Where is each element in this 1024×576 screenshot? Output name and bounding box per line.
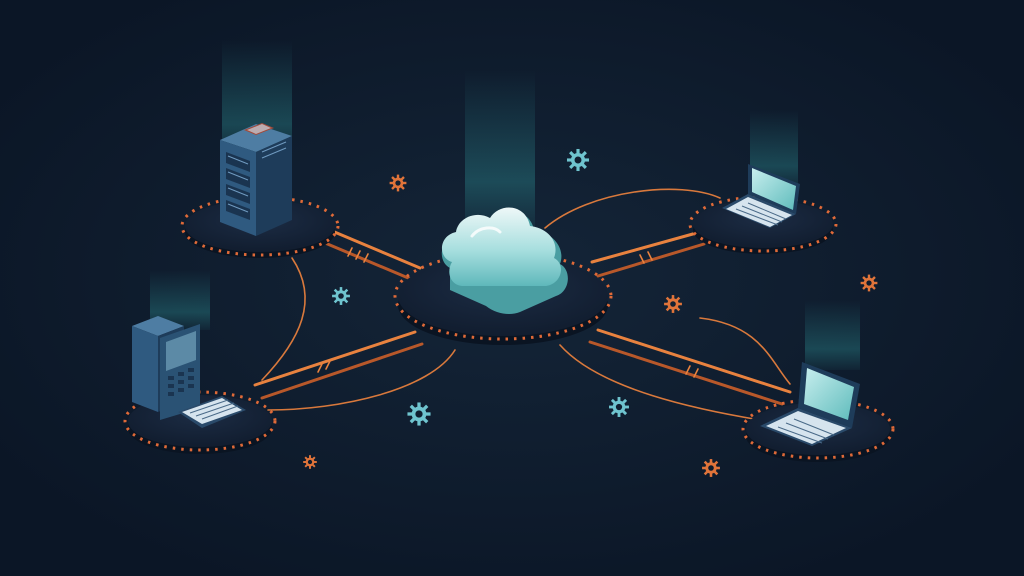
cable-workstation-hub: [253, 330, 424, 400]
wire-hub-workstation: [267, 349, 456, 411]
laptop-icon: [760, 362, 860, 446]
desktop-workstation-icon: [132, 316, 246, 428]
cables: [253, 188, 792, 421]
cable-laptop-top-hub: [590, 230, 706, 278]
beam-laptop-bottom: [805, 300, 860, 370]
beam-cloud: [465, 70, 535, 230]
wire-laptop-branch: [699, 317, 791, 385]
server-tower-icon: [220, 123, 292, 236]
wire-cloud-laptop: [544, 188, 721, 229]
laptop-icon: [722, 164, 800, 228]
wire-server-workstation: [261, 257, 306, 381]
cloud-icon: [441, 207, 568, 314]
light-beams: [150, 40, 860, 370]
wire-hub-laptop: [559, 344, 761, 421]
